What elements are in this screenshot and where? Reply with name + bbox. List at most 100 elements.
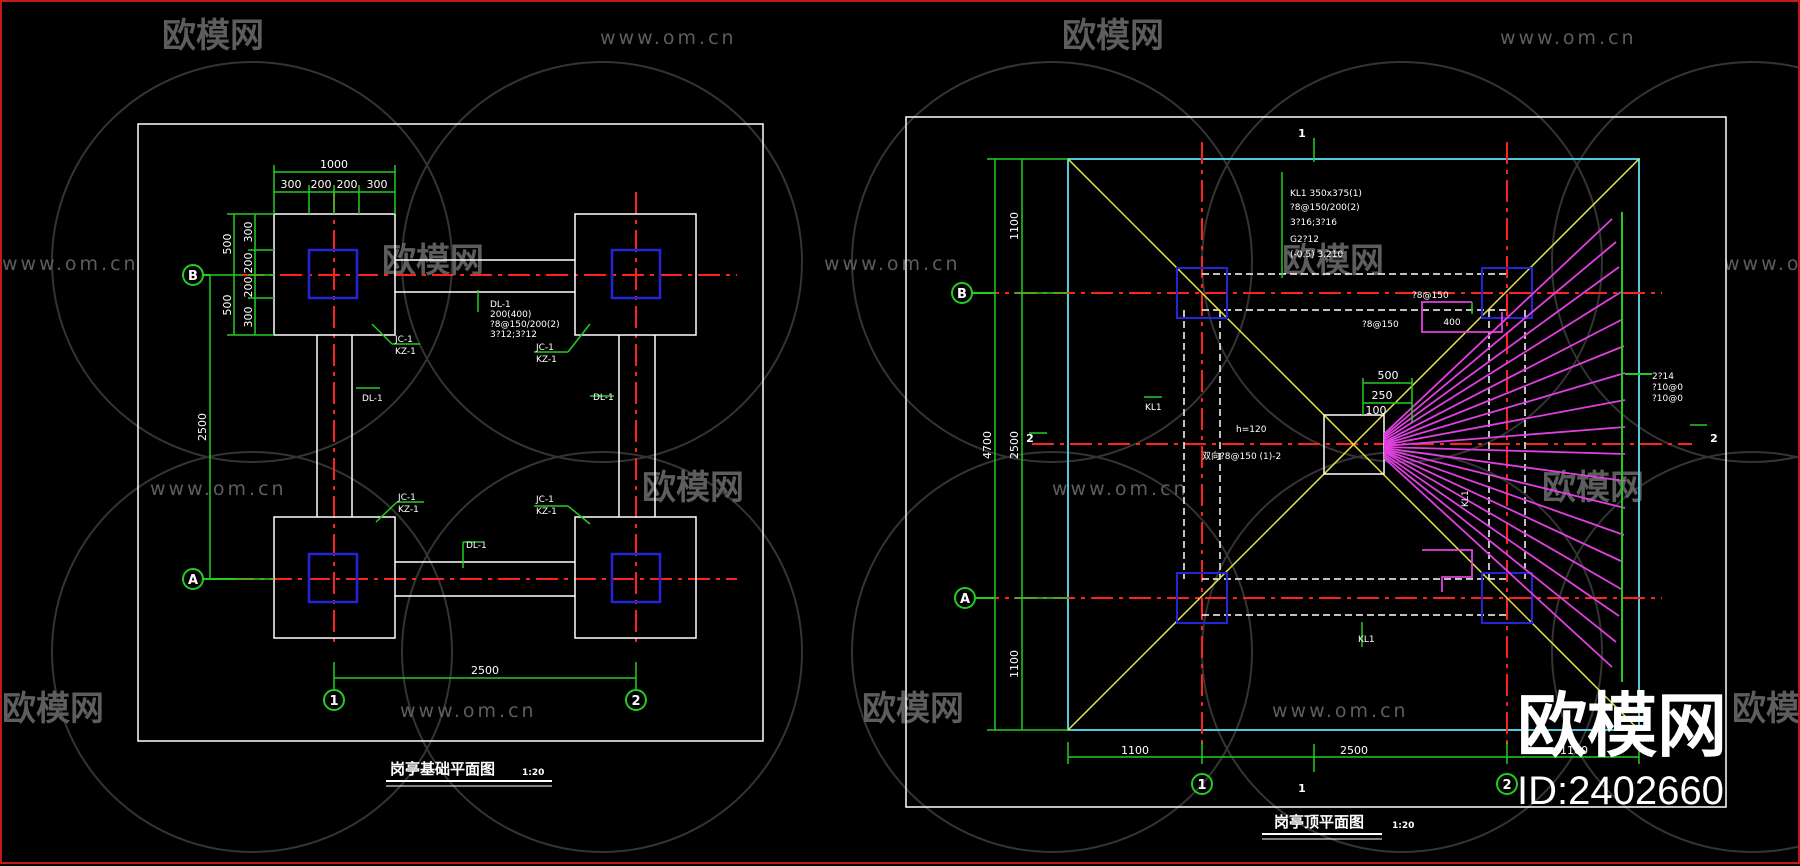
dim-left-part: 500 bbox=[221, 234, 234, 255]
rafter-fan bbox=[1383, 218, 1626, 668]
dim-top-part: 300 bbox=[367, 178, 388, 191]
right-dimension-text: 1100 2500 4700 1100 1100 2500 1100 500 2… bbox=[981, 212, 1588, 757]
dim-top-part: 200 bbox=[337, 178, 358, 191]
left-title-block: 岗亭基础平面图 1:20 bbox=[386, 760, 552, 787]
label-kz1: KZ-1 bbox=[536, 507, 557, 517]
label-kz1: KZ-1 bbox=[398, 505, 419, 515]
watermark-brand: 欧模网 bbox=[2, 689, 104, 729]
dim-left-total: 4700 bbox=[981, 431, 994, 459]
beam-note: (-0.5) 3.210 bbox=[1290, 250, 1343, 260]
right-rebar-note: ?10@0 bbox=[1652, 383, 1683, 393]
roof-columns bbox=[1176, 267, 1533, 624]
watermark-site: www.om.cn bbox=[2, 253, 139, 275]
axis-label-b: B bbox=[957, 287, 967, 302]
dim-left-part: 200 bbox=[242, 253, 255, 274]
right-rebar-note: ?10@0 bbox=[1652, 394, 1683, 404]
watermark-brand: 欧模网 bbox=[1282, 241, 1384, 281]
hip-lines bbox=[1067, 158, 1640, 731]
dim-bottom-total: 2500 bbox=[471, 664, 499, 677]
dim-bottom-right: 1100 bbox=[1560, 744, 1588, 757]
label-jc1: JC-1 bbox=[397, 493, 416, 503]
watermark-brand: 欧模网 bbox=[162, 16, 264, 56]
dim-top-part: 300 bbox=[281, 178, 302, 191]
right-dimensions bbox=[987, 138, 1707, 772]
left-dimensions bbox=[202, 165, 637, 690]
dim-left-bottom: 1100 bbox=[1008, 650, 1021, 678]
right-title-block: 岗亭顶平面图 1:20 bbox=[1262, 813, 1414, 840]
beam-note: 3?12;3?12 bbox=[490, 330, 537, 340]
label-jc1: JC-1 bbox=[535, 343, 554, 353]
watermark-brand: 欧模网 bbox=[1542, 468, 1644, 508]
left-frame bbox=[137, 123, 764, 742]
left-axis-labels: B A 1 2 bbox=[188, 269, 641, 709]
beam-note: DL-1 bbox=[490, 300, 511, 310]
dim-left-part: 200 bbox=[242, 277, 255, 298]
section-marks: 1 1 2 2 bbox=[1026, 127, 1718, 795]
dim-bottom-left: 1100 bbox=[1121, 744, 1149, 757]
beam-note: ?8@150/200(2) bbox=[1290, 203, 1360, 213]
watermark-brand: 欧模网 bbox=[862, 689, 964, 729]
left-leaders bbox=[356, 290, 614, 568]
columns bbox=[307, 248, 662, 604]
roof-plan: B A 1 2 1 1 2 2 1100 2500 4700 1100 1100… bbox=[905, 116, 1727, 840]
right-axis-labels: B A 1 2 bbox=[957, 287, 1511, 793]
rebar-note: ?8@150 bbox=[1362, 320, 1399, 330]
beam-note: 3?16;3?16 bbox=[1290, 218, 1337, 228]
rebar-note: ?8@150 bbox=[1412, 291, 1449, 301]
right-axis-bubbles bbox=[951, 282, 1518, 795]
label-kz1: KZ-1 bbox=[536, 355, 557, 365]
watermark-site: www.om.cn bbox=[600, 27, 737, 49]
roof-beams bbox=[1183, 273, 1526, 616]
dim-left-part: 300 bbox=[242, 222, 255, 243]
right-plan-title: 岗亭顶平面图 bbox=[1274, 813, 1364, 831]
dim-bottom-mid: 2500 bbox=[1340, 744, 1368, 757]
label-jc1: JC-1 bbox=[535, 495, 554, 505]
dim-500: 500 bbox=[1378, 369, 1399, 382]
dim-left-mid: 2500 bbox=[1008, 431, 1021, 459]
dim-100: 100 bbox=[1366, 404, 1387, 417]
slab-rebar-note: 双向?8@150 (1)-2 bbox=[1202, 450, 1281, 462]
label-kl1: KL1 bbox=[1358, 635, 1375, 645]
axis-label-b: B bbox=[188, 269, 198, 284]
footings bbox=[273, 213, 697, 639]
dim-left-total: 2500 bbox=[196, 413, 209, 441]
beam-note: KL1 350x375(1) bbox=[1290, 189, 1362, 199]
watermark-site: www.om.cn bbox=[824, 253, 961, 275]
watermark-site: www.om.cn bbox=[1272, 700, 1409, 722]
dim-top-total: 1000 bbox=[320, 158, 348, 171]
watermark-brand: 欧模网 bbox=[642, 468, 744, 508]
roof-outline bbox=[1067, 158, 1640, 731]
left-plan-scale: 1:20 bbox=[522, 768, 544, 778]
dim-400: 400 bbox=[1443, 318, 1460, 328]
right-notes: KL1 350x375(1) ?8@150/200(2) 3?16;3?16 G… bbox=[1145, 189, 1683, 645]
watermark-site: www.om.cn bbox=[1052, 478, 1189, 500]
beam-note: ?8@150/200(2) bbox=[490, 320, 560, 330]
right-plan-scale: 1:20 bbox=[1392, 821, 1414, 831]
axis-label-2: 2 bbox=[631, 694, 640, 709]
watermark-site: www.om.cn bbox=[400, 700, 537, 722]
section-mark-right: 2 bbox=[1710, 432, 1718, 445]
foundation-plan: B A 1 2 1000 300 200 200 300 500 300 200… bbox=[137, 123, 764, 787]
label-kl1: KL1 bbox=[1145, 403, 1162, 413]
right-rebar-lines bbox=[1621, 212, 1652, 682]
slab-thickness: h=120 bbox=[1236, 425, 1267, 435]
label-dl1: DL-1 bbox=[466, 541, 487, 551]
axis-label-1: 1 bbox=[329, 694, 338, 709]
label-dl1: DL-1 bbox=[362, 394, 383, 404]
watermark-site: www.om.cn bbox=[1500, 27, 1637, 49]
dim-top-part: 200 bbox=[311, 178, 332, 191]
left-plan-title: 岗亭基础平面图 bbox=[390, 760, 495, 778]
label-kl1: KL1 bbox=[1461, 490, 1471, 507]
dim-left-part: 300 bbox=[242, 307, 255, 328]
section-mark-bottom: 1 bbox=[1298, 782, 1306, 795]
axis-label-a: A bbox=[188, 573, 198, 588]
watermark-brand: 欧模网 bbox=[1732, 689, 1798, 729]
watermark-site: www.om.cn bbox=[150, 478, 287, 500]
dim-250: 250 bbox=[1372, 389, 1393, 402]
watermark-site: www.om.cn bbox=[1724, 253, 1798, 275]
left-member-labels: JC-1 KZ-1 JC-1 KZ-1 JC-1 KZ-1 JC-1 KZ-1 … bbox=[362, 300, 614, 551]
ground-beams bbox=[316, 259, 656, 597]
axis-label-a: A bbox=[960, 592, 970, 607]
